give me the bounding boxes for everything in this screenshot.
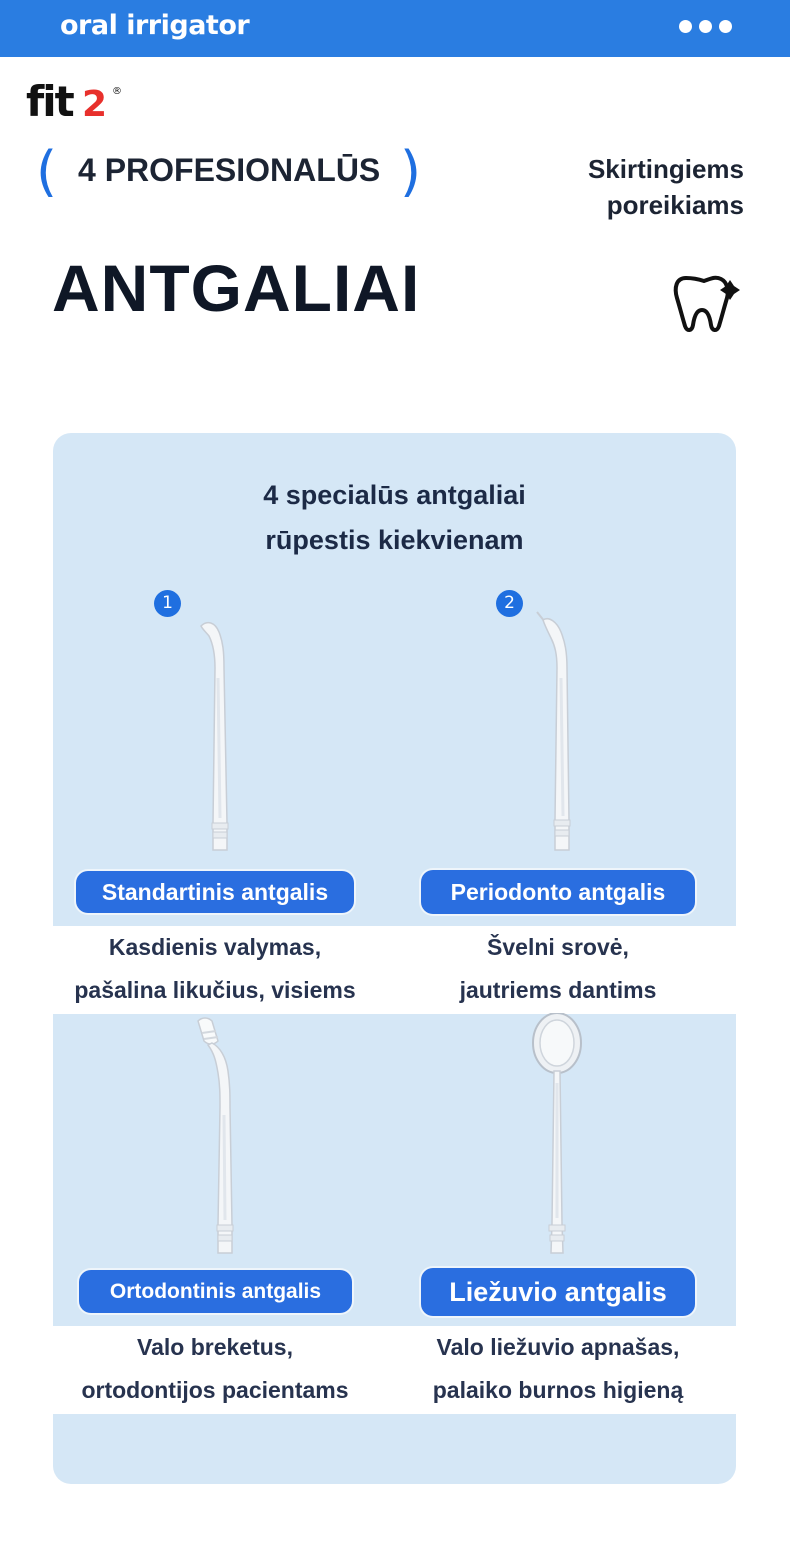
needs-note: Skirtingiems poreikiams xyxy=(588,151,744,223)
page-title: ANTGALIAI xyxy=(52,251,421,325)
standard-tip-description: Kasdienis valymas, pašalina likučius, vi… xyxy=(53,926,385,1012)
tongue-tip-label: Liežuvio antgalis xyxy=(421,1268,695,1316)
periodontal-tip-image xyxy=(533,608,583,863)
standard-desc-line2: pašalina likučius, visiems xyxy=(74,977,356,1003)
periodontal-desc-line2: jautriems dantims xyxy=(459,977,657,1003)
menu-dot xyxy=(699,20,712,33)
orthodontic-tip-label: Ortodontinis antgalis xyxy=(79,1270,352,1313)
tongue-desc-line2: palaiko burnos higieną xyxy=(432,1377,684,1403)
menu-dot xyxy=(719,20,732,33)
logo-text: fit xyxy=(26,77,75,122)
brand-logo: fit 2 ® xyxy=(26,76,126,127)
orthodontic-tip-description: Valo breketus, ortodontijos pacientams xyxy=(53,1326,385,1412)
paren-close: ) xyxy=(400,140,422,203)
tip-badge-2: 2 xyxy=(496,590,523,617)
tongue-tip-description: Valo liežuvio apnašas, palaiko burnos hi… xyxy=(388,1326,728,1412)
more-dots-icon[interactable] xyxy=(679,20,732,33)
periodontal-desc-line1: Švelni srovė, xyxy=(487,934,629,960)
periodontal-tip-description: Švelni srovė, jautriems dantims xyxy=(388,926,728,1012)
logo-digit: 2 xyxy=(82,84,107,122)
needs-note-line1: Skirtingiems xyxy=(587,154,744,184)
professional-label: 4 PROFESIONALŪS xyxy=(78,152,381,188)
standard-tip-image xyxy=(193,618,243,863)
periodontal-tip-label: Periodonto antgalis xyxy=(421,870,695,914)
card-heading-line1: 4 specialūs antgaliai xyxy=(263,480,526,510)
tongue-desc-line1: Valo liežuvio apnašas, xyxy=(436,1334,680,1360)
tongue-tip-image xyxy=(527,1012,587,1263)
registered-mark: ® xyxy=(112,86,122,97)
orthodontic-desc-line1: Valo breketus, xyxy=(137,1334,293,1360)
card-heading: 4 specialūs antgaliai rūpestis kiekviena… xyxy=(53,473,736,563)
card-heading-line2: rūpestis kiekvienam xyxy=(265,525,524,555)
needs-note-line2: poreikiams xyxy=(606,190,744,220)
standard-tip-label: Standartinis antgalis xyxy=(76,871,354,913)
standard-desc-line1: Kasdienis valymas, xyxy=(108,934,322,960)
paren-open: ( xyxy=(36,140,58,203)
top-bar: oral irrigator xyxy=(0,0,790,57)
tip-badge-1: 1 xyxy=(154,590,181,617)
orthodontic-desc-line2: ortodontijos pacientams xyxy=(81,1377,349,1403)
menu-dot xyxy=(679,20,692,33)
tips-card: 4 specialūs antgaliai rūpestis kiekviena… xyxy=(53,433,736,1484)
row1-description-strip xyxy=(53,926,736,1014)
app-title: oral irrigator xyxy=(60,10,250,41)
orthodontic-tip-image xyxy=(188,1015,248,1265)
row2-description-strip xyxy=(53,1326,736,1414)
tooth-sparkle-icon xyxy=(672,272,742,339)
